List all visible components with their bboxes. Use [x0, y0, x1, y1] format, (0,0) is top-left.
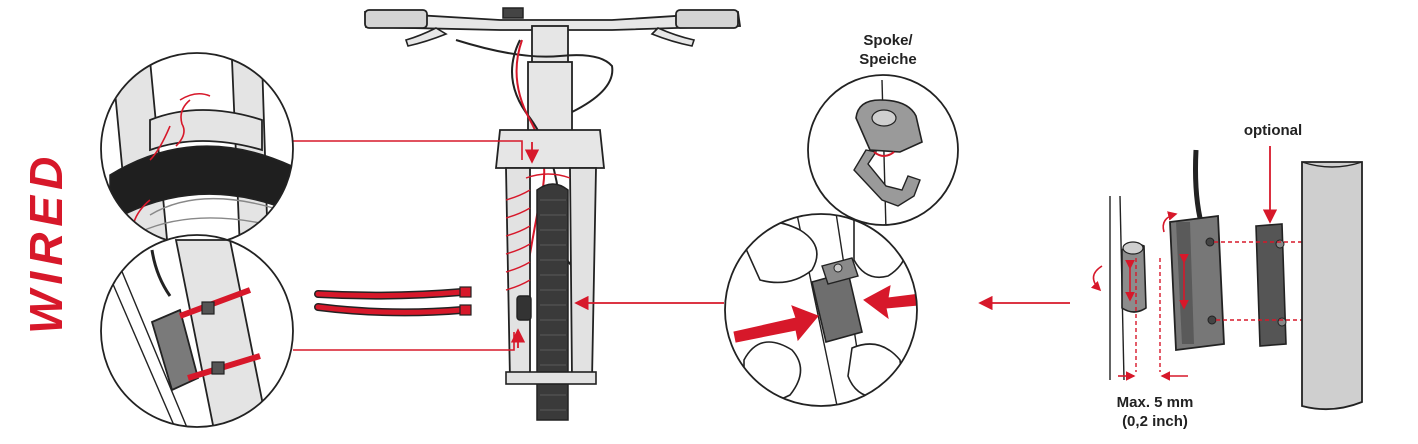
wired-title: WIRED: [20, 150, 72, 334]
fork-detail-top: [100, 52, 294, 246]
cable-ties: [314, 286, 472, 317]
bicycle-front-illustration: [364, 7, 742, 421]
max-distance-line1: Max. 5 mm: [1116, 394, 1194, 411]
spoke-mount-detail: [724, 213, 918, 407]
spoke-magnet-detail: [807, 74, 959, 226]
fork-surface: [1301, 161, 1363, 411]
connector-line-top: [293, 140, 523, 160]
spoke-label-line1: Spoke/: [863, 32, 913, 49]
optional-label: optional: [1243, 122, 1303, 139]
sensor-detail: [100, 234, 294, 428]
max-distance-line2: (0,2 inch): [1122, 412, 1188, 430]
max-distance-label: Max. 5 mm (0,2 inch): [1100, 394, 1210, 432]
spoke-label-line2: Speiche: [859, 50, 917, 68]
connector-line-bottom: [293, 332, 515, 351]
spoke-label: Spoke/ Speiche: [838, 32, 938, 70]
sensor-spacer-assembly: [1090, 146, 1306, 381]
